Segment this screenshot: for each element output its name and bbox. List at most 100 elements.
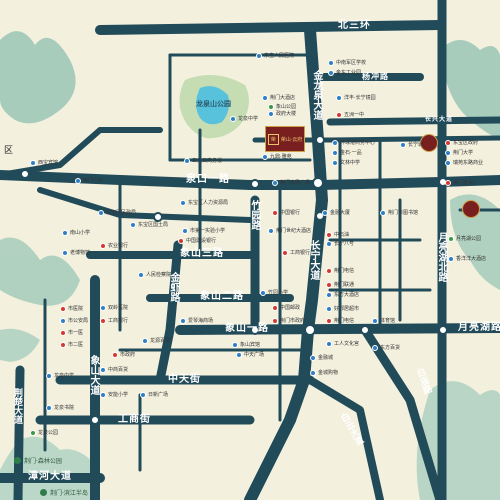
poi[interactable]: 五洲一中 xyxy=(336,112,364,118)
poi[interactable]: 东宝区民政局 xyxy=(98,210,136,216)
poi[interactable]: 荆门市政府 xyxy=(272,318,305,324)
poi[interactable]: 龙泉中学 xyxy=(46,373,74,379)
poi[interactable]: 长宁八号 xyxy=(326,241,354,247)
map-pin-icon xyxy=(100,305,106,311)
poi[interactable]: 九鼎·雅苑 xyxy=(262,154,292,160)
road-label-quankou: 泉口一路 xyxy=(186,174,230,185)
map-pin-icon xyxy=(328,60,334,66)
district-label: 区 xyxy=(4,146,14,156)
poi[interactable]: 西宝宾馆 xyxy=(30,160,58,166)
poi[interactable]: 洋丰·长宁镜园 xyxy=(336,95,376,101)
poi[interactable]: 市一医 xyxy=(60,330,83,336)
poi[interactable]: 金融大厦 xyxy=(322,210,350,216)
poi[interactable]: 市公安局 xyxy=(60,318,88,324)
poi[interactable]: 中石油 xyxy=(326,232,349,238)
map-pin-icon xyxy=(332,160,338,166)
map-pin-icon xyxy=(445,150,451,156)
poi[interactable]: 政府大楼 xyxy=(268,111,296,117)
poi[interactable]: 荆门金百汇 xyxy=(445,180,478,186)
poi[interactable]: 荆门电信 xyxy=(326,268,354,274)
poi[interactable]: 市二医 xyxy=(60,342,83,348)
poi[interactable]: 象山公园 xyxy=(268,104,296,110)
poi[interactable]: 中天广场 xyxy=(236,352,264,358)
project-title: 荣山·云府 xyxy=(280,136,303,143)
poi[interactable]: 市第一实验小学 xyxy=(182,228,225,234)
poi[interactable]: 三元口商务楼 xyxy=(184,158,222,164)
map-pin-icon xyxy=(326,292,332,298)
poi[interactable]: 荆门市民广场 xyxy=(272,180,310,186)
poi[interactable]: 工人文化宫 xyxy=(326,341,359,347)
road-jinxia xyxy=(155,240,183,385)
poi[interactable]: 荆门大酒店 xyxy=(262,95,295,101)
poi[interactable]: 市政府 xyxy=(112,352,135,358)
map-pin-icon xyxy=(130,222,136,228)
road-label-yuelianghubei: 月亮湖北路 xyxy=(436,232,447,282)
poi[interactable]: 龙源百货 xyxy=(142,338,170,344)
poi[interactable]: 龙泉书院 xyxy=(46,405,74,411)
poi[interactable]: 荆门一中 xyxy=(75,178,103,184)
poi[interactable]: 中国银行 xyxy=(272,210,300,216)
poi[interactable]: 中国建设银行 xyxy=(178,238,216,244)
poi[interactable]: 金石·一品 xyxy=(332,150,362,156)
road-label-xiangshanyi: 象山一路 xyxy=(225,323,269,334)
poi[interactable]: 荆门联通 xyxy=(326,282,354,288)
map-pin-icon xyxy=(256,53,262,59)
road-baimiao xyxy=(360,325,445,500)
poi[interactable]: 中南军区学校 xyxy=(328,60,366,66)
poi[interactable]: 香洋洋大酒店 xyxy=(448,256,486,262)
map-pin-icon xyxy=(336,112,342,118)
poi[interactable]: 东方百货 xyxy=(372,345,400,351)
poi[interactable]: 安能小学 xyxy=(100,392,128,398)
poi[interactable]: 南山小学 xyxy=(62,230,90,236)
poi[interactable]: 长宁城 xyxy=(400,142,423,148)
poi[interactable]: 象山宾馆 xyxy=(232,342,260,348)
poi[interactable]: 工商银行 xyxy=(100,318,128,324)
project-marker[interactable]: 荣 荣山·云府 xyxy=(265,126,305,152)
poi[interactable]: 农业银行 xyxy=(100,243,128,249)
map-pin-icon xyxy=(75,178,81,184)
poi[interactable]: 月亮湖公园 xyxy=(448,236,481,242)
poi[interactable]: 瑞苑东路商业 xyxy=(445,160,483,166)
poi[interactable]: 体育馆 xyxy=(372,318,395,324)
poi[interactable]: 荆门市图书馆 xyxy=(380,210,418,216)
map-pin-icon xyxy=(98,210,104,216)
poi[interactable]: 日新广场 xyxy=(140,392,168,398)
road-label-zhuyuan: 竹园路 xyxy=(249,200,260,230)
poi[interactable]: 东方大酒店 xyxy=(326,292,359,298)
map-pin-icon xyxy=(268,111,274,117)
poi[interactable]: 工商银行 xyxy=(282,250,310,256)
park-area xyxy=(179,75,249,139)
poi[interactable]: 爱琴海商场 xyxy=(180,318,213,324)
poi[interactable]: 好邻居超市 xyxy=(326,306,359,312)
poi[interactable]: 中商百货 xyxy=(100,367,128,373)
poi[interactable]: 龙泉中学 xyxy=(230,116,258,122)
poi[interactable]: 市医院 xyxy=(60,306,83,312)
poi[interactable]: 环球港商务中心 xyxy=(332,140,375,146)
map-pin-icon xyxy=(326,318,332,324)
map-pin-icon xyxy=(448,236,454,242)
road-label-changxing: 长兴大道 xyxy=(425,116,454,123)
poi[interactable]: 人民检察院 xyxy=(138,272,171,278)
map-pin-icon xyxy=(332,140,338,146)
poi[interactable]: 东宝区国土局 xyxy=(130,222,168,228)
poi[interactable]: 中国邮政 xyxy=(272,305,300,311)
poi[interactable]: 荆门大学 xyxy=(445,150,473,156)
map-pin-icon xyxy=(178,238,184,244)
poi[interactable]: 东宝区人力资源局 xyxy=(180,200,228,206)
poi[interactable]: 金城购物 xyxy=(310,370,338,376)
poi[interactable]: 老博物馆 xyxy=(62,250,90,256)
poi[interactable]: 龙泉公园 xyxy=(30,430,58,436)
poi[interactable]: 荆门电信 xyxy=(326,318,354,324)
poi[interactable]: 东宝区政府 xyxy=(445,140,478,146)
poi[interactable]: 竹园小学 xyxy=(260,290,288,296)
park-label: 龙泉山公园 xyxy=(196,100,231,108)
road-label-xiangshaner: 象山二路 xyxy=(200,291,244,302)
poi[interactable]: 双岭医院 xyxy=(100,305,128,311)
poi[interactable]: 金融城 xyxy=(310,355,333,361)
road-baiyun xyxy=(306,376,384,500)
poi[interactable]: 荆门世纪大酒店 xyxy=(268,228,311,234)
poi[interactable]: 金东工业园 xyxy=(328,70,361,76)
poi[interactable]: 文林中学 xyxy=(332,160,360,166)
poi[interactable]: 东宝人民医院 xyxy=(256,53,294,59)
